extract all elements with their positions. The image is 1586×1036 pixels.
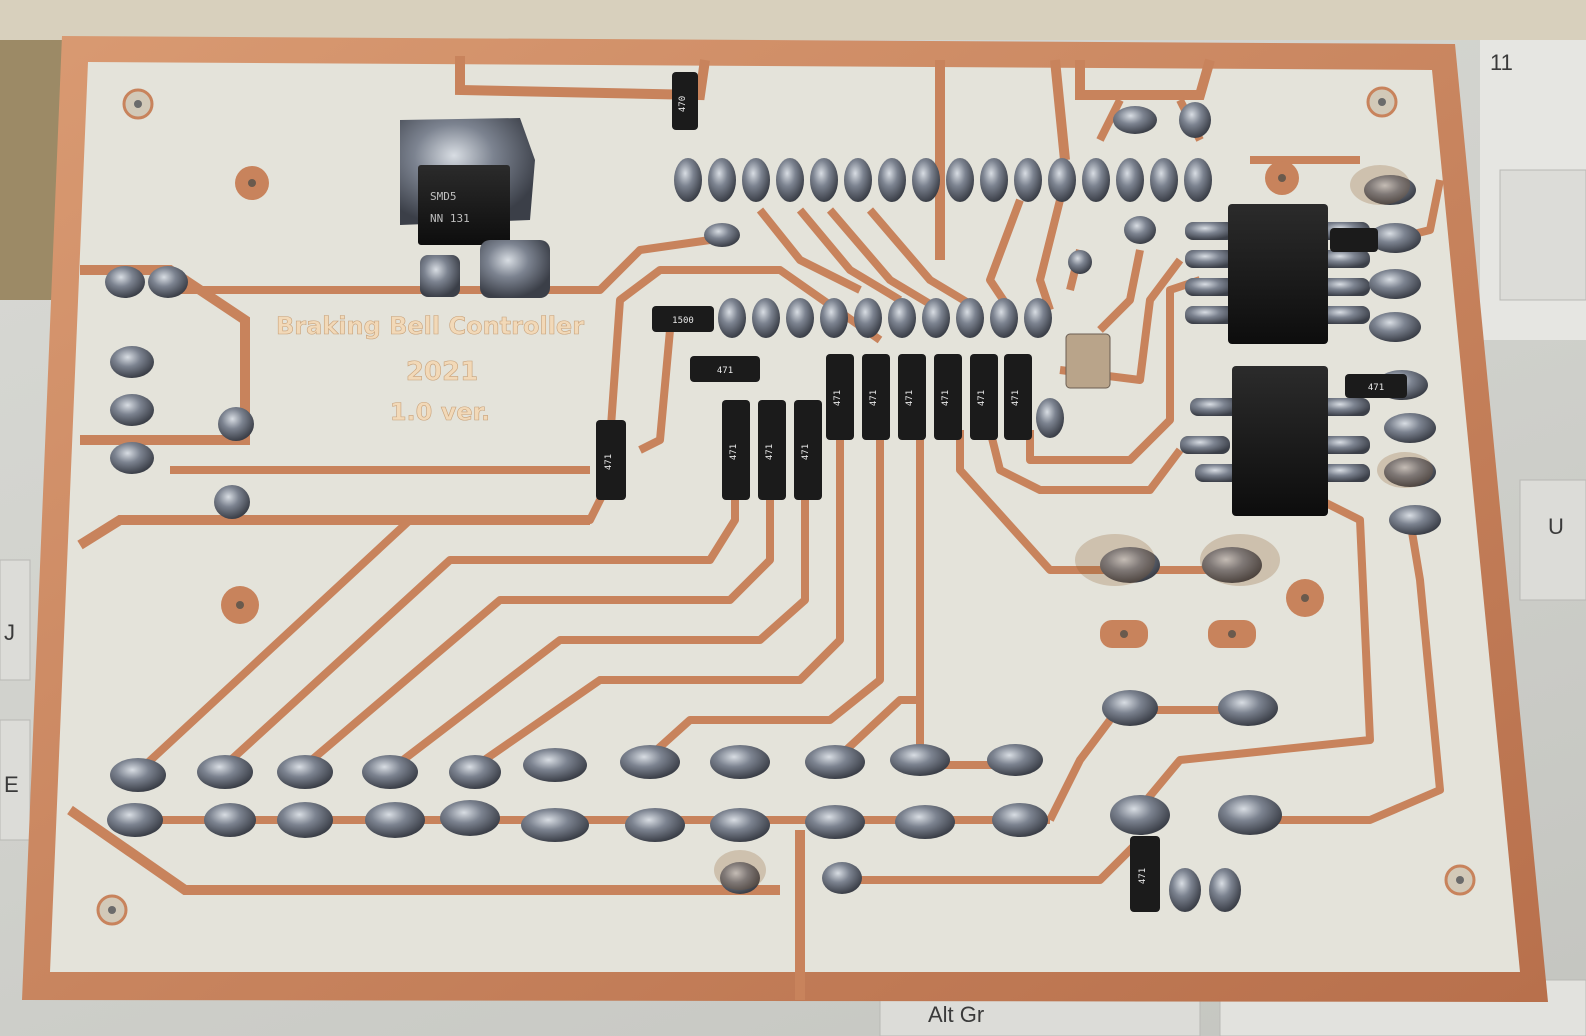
resistor-r3: 471 <box>690 356 760 382</box>
key-label-u: U <box>1548 514 1564 539</box>
key-label-e: E <box>4 772 19 797</box>
silkscreen-version: 1.0 ver. <box>390 398 490 426</box>
svg-text:470: 470 <box>678 96 688 112</box>
middle-pads <box>1100 547 1282 912</box>
resistor-r2: 1500 <box>652 306 714 332</box>
resistor-r1: 470 <box>672 72 698 130</box>
svg-text:1500: 1500 <box>672 316 694 326</box>
regulator-marking-1: SMD5 <box>430 190 457 203</box>
left-connector-pads <box>105 266 254 519</box>
silkscreen-title: Braking Bell Controller <box>276 312 584 340</box>
resistor-r11: 471 <box>934 354 962 440</box>
resistor-r9: 471 <box>862 354 890 440</box>
svg-text:471: 471 <box>869 390 879 406</box>
svg-text:471: 471 <box>801 444 811 460</box>
capacitor <box>1065 333 1111 389</box>
svg-text:471: 471 <box>905 390 915 406</box>
voltage-regulator: SMD5 NN 131 <box>400 118 550 298</box>
svg-text:471: 471 <box>604 454 614 470</box>
svg-text:471: 471 <box>765 444 775 460</box>
key-label-11: 11 <box>1490 50 1513 75</box>
resistor-r7: 471 <box>794 400 822 500</box>
silkscreen-year: 2021 <box>406 357 478 387</box>
resistor-r13: 471 <box>1004 354 1032 440</box>
resistor-r12: 471 <box>970 354 998 440</box>
resistor-r5: 471 <box>722 400 750 500</box>
resistor-r10: 471 <box>898 354 926 440</box>
bottom-terminal-row-1 <box>110 744 1043 792</box>
bottom-terminal-row-2 <box>107 800 1048 894</box>
smd-resistors: 470 1500 471 471 471 471 <box>596 72 1407 912</box>
regulator-marking-2: NN 131 <box>430 212 470 225</box>
svg-text:471: 471 <box>1368 383 1384 393</box>
resistor-r4: 471 <box>596 420 626 500</box>
resistor-r14: 471 <box>1345 374 1407 398</box>
svg-text:471: 471 <box>729 444 739 460</box>
mounting-holes <box>96 86 1476 926</box>
resistor-r8: 471 <box>826 354 854 440</box>
svg-text:471: 471 <box>717 366 733 376</box>
lower-pin-row <box>718 298 1064 438</box>
svg-text:471: 471 <box>1138 868 1148 884</box>
upper-pin-row <box>674 102 1212 274</box>
resistor-r15: 471 <box>1130 836 1160 912</box>
copper-outline <box>67 56 1215 1000</box>
pcb-board: Braking Bell Controller 2021 1.0 ver. SM… <box>22 36 1548 1002</box>
svg-text:471: 471 <box>1011 390 1021 406</box>
ic-chip-lower <box>1180 366 1370 516</box>
flux-stains <box>714 165 1433 890</box>
key-label-j: J <box>4 620 15 645</box>
resistor-r6: 471 <box>758 400 786 500</box>
svg-text:471: 471 <box>941 390 951 406</box>
key-label-altgr: Alt Gr <box>928 1002 984 1027</box>
resistor-r16 <box>1330 228 1378 252</box>
svg-text:471: 471 <box>977 390 987 406</box>
svg-text:471: 471 <box>833 390 843 406</box>
